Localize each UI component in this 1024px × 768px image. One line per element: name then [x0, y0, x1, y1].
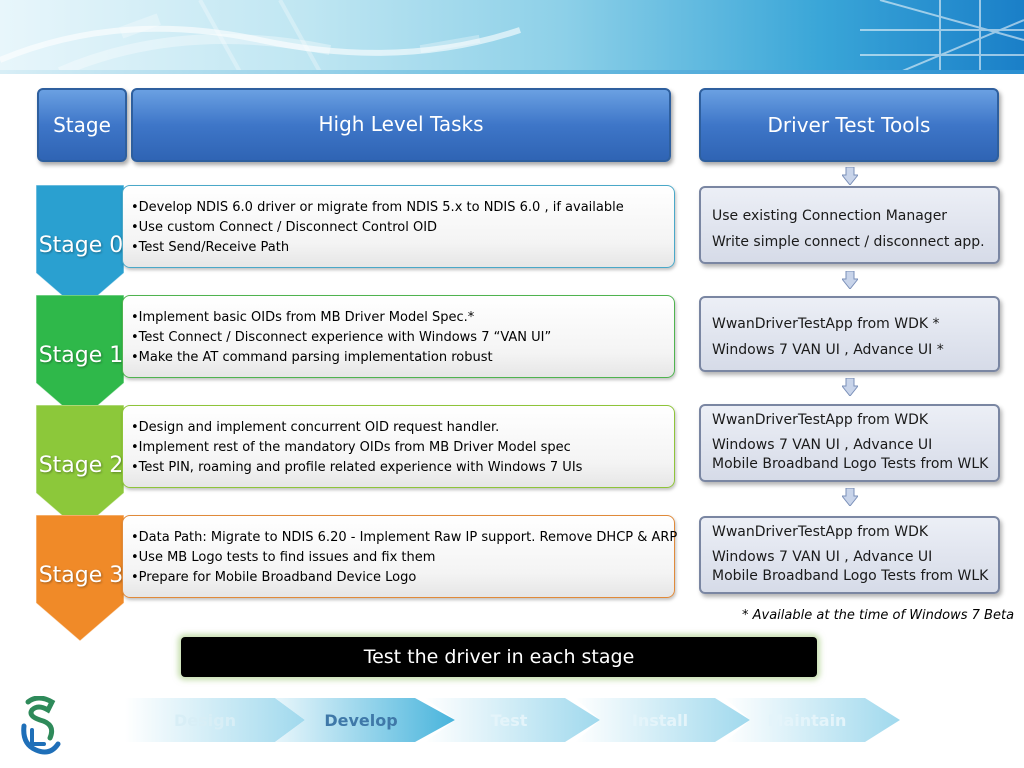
tool-item: Windows 7 VAN UI , Advance UI *	[712, 342, 944, 358]
header-driver-test-tools: Driver Test Tools	[699, 88, 999, 162]
process-arrow-install	[575, 698, 750, 742]
down-arrow-icon	[842, 167, 858, 185]
task-item: •Prepare for Mobile Broadband Device Log…	[131, 570, 417, 585]
logo-icon	[21, 696, 61, 755]
tool-item: Write simple connect / disconnect app.	[712, 234, 985, 250]
bottom-banner: Test the driver in each stage	[181, 637, 817, 677]
stage-0-chevron	[35, 185, 125, 312]
stage-3-chevron	[35, 515, 125, 642]
down-arrow-icon	[842, 488, 858, 506]
stage-1-label: Stage 1	[38, 343, 124, 368]
task-item: •Implement basic OIDs from MB Driver Mod…	[131, 310, 475, 325]
down-arrow-icon	[842, 271, 858, 289]
process-step-develop: Develop	[324, 711, 397, 730]
stage-1-tasks: •Implement basic OIDs from MB Driver Mod…	[122, 295, 675, 378]
task-item: •Develop NDIS 6.0 driver or migrate from…	[131, 200, 624, 215]
tool-item: WwanDriverTestApp from WDK *	[712, 316, 940, 332]
process-arrow-test	[425, 698, 600, 742]
stage-2-label: Stage 2	[38, 453, 124, 478]
task-item: •Test PIN, roaming and profile related e…	[131, 460, 583, 475]
stage-3-tasks: •Data Path: Migrate to NDIS 6.20 - Imple…	[122, 515, 678, 598]
task-item: •Test Send/Receive Path	[131, 240, 290, 255]
banner-divider	[0, 70, 1024, 74]
banner-graphic	[0, 0, 1024, 72]
top-banner	[0, 0, 1024, 72]
stage-2-tools: WwanDriverTestApp from WDK Windows 7 VAN…	[699, 404, 1000, 482]
tool-item: Mobile Broadband Logo Tests from WLK	[712, 456, 989, 472]
task-item: •Make the AT command parsing implementat…	[131, 350, 493, 365]
stage-3-tools: WwanDriverTestApp from WDK Windows 7 VAN…	[699, 516, 1000, 594]
header-high-level-tasks: High Level Tasks	[131, 88, 671, 162]
task-item: •Use MB Logo tests to find issues and fi…	[131, 550, 436, 565]
stage-2-tasks: •Design and implement concurrent OID req…	[122, 405, 675, 488]
stage-1-tools: WwanDriverTestApp from WDK * Windows 7 V…	[699, 296, 1000, 372]
task-item: •Design and implement concurrent OID req…	[131, 420, 500, 435]
process-step-design: Design	[174, 711, 236, 730]
tool-item: Use existing Connection Manager	[712, 208, 948, 224]
process-arrow-maintain	[725, 698, 900, 742]
stage-3-label: Stage 3	[38, 563, 124, 588]
down-arrow-icon	[842, 378, 858, 396]
stage-2-chevron	[35, 405, 125, 532]
task-item: •Implement rest of the mandatory OIDs fr…	[131, 440, 571, 455]
tool-item: WwanDriverTestApp from WDK	[712, 524, 929, 540]
process-arrow-design	[125, 698, 305, 742]
process-arrow-develop	[275, 698, 455, 742]
process-step-install: Install	[632, 711, 688, 730]
stage-0-tools: Use existing Connection Manager Write si…	[699, 186, 1000, 264]
task-item: •Use custom Connect / Disconnect Control…	[131, 220, 438, 235]
stage-0-label: Stage 0	[38, 233, 124, 258]
task-item: •Data Path: Migrate to NDIS 6.20 - Imple…	[131, 530, 678, 545]
tool-item: Mobile Broadband Logo Tests from WLK	[712, 568, 989, 584]
header-stage: Stage	[37, 88, 127, 162]
process-step-maintain: Maintain	[768, 711, 847, 730]
stage-0-tasks: •Develop NDIS 6.0 driver or migrate from…	[122, 185, 675, 268]
tool-item: Windows 7 VAN UI , Advance UI	[712, 437, 933, 453]
tool-item: Windows 7 VAN UI , Advance UI	[712, 549, 933, 565]
process-step-test: Test	[491, 711, 528, 730]
tool-item: WwanDriverTestApp from WDK	[712, 412, 929, 428]
task-item: •Test Connect / Disconnect experience wi…	[131, 330, 552, 345]
footnote: * Available at the time of Windows 7 Bet…	[742, 608, 1015, 623]
stage-1-chevron	[35, 295, 125, 422]
process-arrows: Design Develop Test Install Maintain	[125, 698, 900, 742]
